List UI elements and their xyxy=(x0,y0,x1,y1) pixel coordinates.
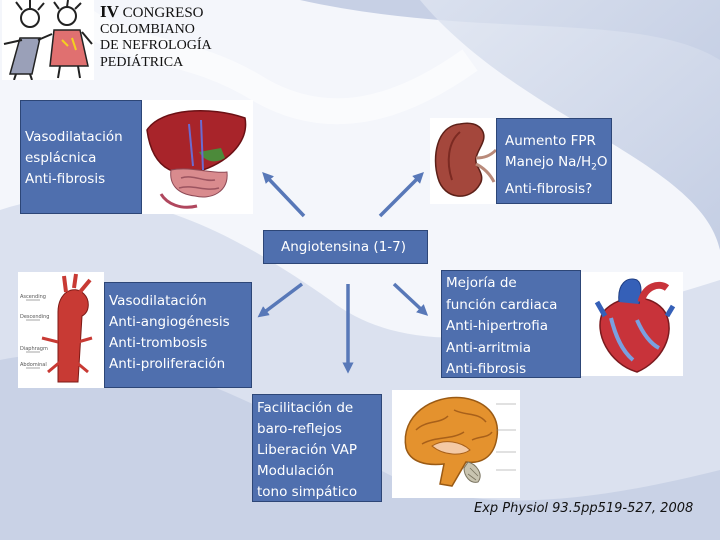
vessel-box-line-1: Vasodilatación xyxy=(109,293,207,309)
citation: Exp Physiol 93.5pp519-527, 2008 xyxy=(474,501,694,516)
angiotensin-label-text: Angiotensina (1-7) xyxy=(281,239,407,255)
liver-effects-box: Vasodilatación esplácnica Anti-fibrosis xyxy=(20,100,142,214)
vessel-box-line-2: Anti-angiogénesis xyxy=(109,314,230,330)
svg-text:Diaphragm: Diaphragm xyxy=(20,346,48,352)
kidney-box-line-2-suffix: O xyxy=(596,154,608,170)
heart-box-line-5: Anti-fibrosis xyxy=(446,361,527,377)
kidney-illustration-icon xyxy=(430,118,498,204)
kidney-effects-box: Aumento FPR Manejo Na/H2O Anti-fibrosis? xyxy=(496,118,612,204)
congress-line-2: COLOMBIANO xyxy=(100,21,195,37)
heart-box-line-4: Anti-arritmia xyxy=(446,339,532,356)
brain-effects-box: Facilitación de baro-reflejos Liberación… xyxy=(252,394,382,502)
kidney-box-line-3: Anti-fibrosis? xyxy=(505,180,593,197)
congress-line-1: CONGRESO xyxy=(122,5,204,21)
congress-line-4: PEDIÁTRICA xyxy=(100,54,184,70)
heart-box-line-3: Anti-hipertrofia xyxy=(446,318,549,334)
liver-illustration-icon xyxy=(141,100,253,214)
liver-box-line-3: Anti-fibrosis xyxy=(25,171,106,187)
kidney-box-line-1: Aumento FPR xyxy=(505,133,596,149)
kidney-box-line-2-text: Manejo Na/H xyxy=(505,154,592,170)
congress-numeral: IV xyxy=(100,2,119,21)
vessel-box-line-3: Anti-trombosis xyxy=(109,335,208,351)
kidney-box-line-2-subscript: 2 xyxy=(591,162,597,173)
congress-logo-icon xyxy=(2,0,94,80)
brain-box-line-1: Facilitación de xyxy=(257,400,354,416)
angiotensin-label: Angiotensina (1-7) xyxy=(263,230,428,264)
brain-illustration-icon xyxy=(392,390,520,498)
vessel-effects-box: Vasodilatación Anti-angiogénesis Anti-tr… xyxy=(104,282,252,388)
heart-box-line-1: Mejoría de xyxy=(446,275,517,291)
heart-illustration-icon xyxy=(581,272,683,376)
congress-title: IV CONGRESO COLOMBIANO DE NEFROLOGÍA PED… xyxy=(100,2,212,71)
svg-text:Abdominal: Abdominal xyxy=(20,362,47,368)
vessel-box-line-4: Anti-proliferación xyxy=(109,356,226,372)
svg-text:Descending: Descending xyxy=(20,314,49,320)
brain-box-line-2: baro-reflejos xyxy=(257,421,342,437)
svg-text:Ascending: Ascending xyxy=(20,294,46,300)
heart-box-line-2: función cardiaca xyxy=(446,296,558,313)
kidney-box-line-2: Manejo Na/H2O xyxy=(505,152,611,179)
liver-box-line-2: esplácnica xyxy=(25,150,97,166)
liver-box-line-1: Vasodilatación xyxy=(25,129,123,145)
heart-effects-box: Mejoría de función cardiaca Anti-hipertr… xyxy=(441,270,581,378)
brain-box-line-4: Modulación xyxy=(257,463,335,479)
brain-box-line-5: tono simpático xyxy=(257,484,358,500)
aorta-illustration-icon: Ascending Descending Diaphragm Abdominal xyxy=(18,272,104,388)
congress-line-3: DE NEFROLOGÍA xyxy=(100,38,212,53)
brain-box-line-3: Liberación VAP xyxy=(257,442,357,458)
